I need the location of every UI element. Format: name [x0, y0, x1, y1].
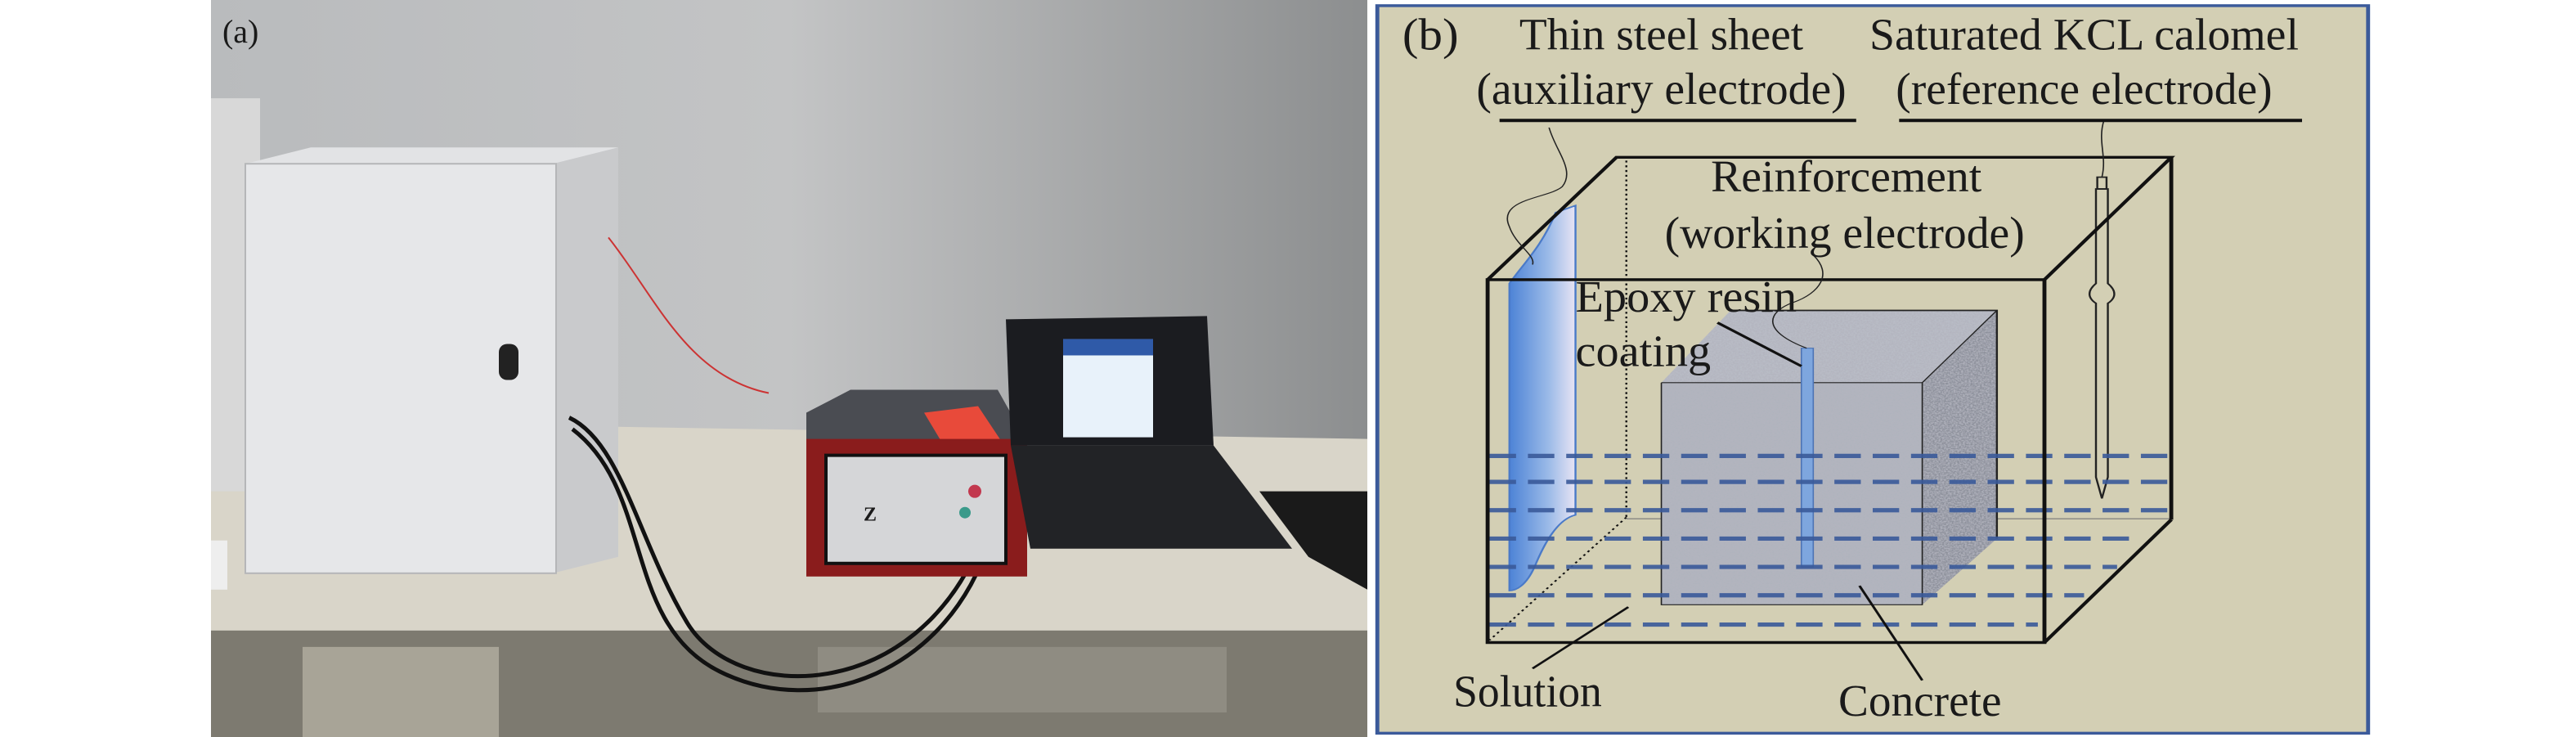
black-cable	[568, 416, 984, 679]
cabinet-top	[245, 147, 618, 164]
electrode-schematic-panel: (b) Thin steel sheet (auxiliary electrod…	[1375, 4, 2371, 735]
potentiostat-logo: Z	[864, 505, 877, 526]
black-cable-2	[571, 427, 992, 693]
working-label-2: (working electrode)	[1665, 209, 2025, 258]
concrete-leader	[1858, 585, 1924, 681]
concrete-label: Concrete	[1838, 676, 2002, 726]
coating-leader	[1717, 321, 1802, 367]
red-wire	[608, 236, 770, 394]
terminal-red	[968, 484, 981, 498]
laptop-screen-header	[1063, 339, 1153, 356]
panel-a-label: (a)	[222, 13, 258, 50]
solution-tank	[1485, 155, 2175, 645]
desk-drawer-right	[818, 646, 1227, 712]
laptop-keyboard	[1011, 445, 1292, 549]
steel-sheet-electrode	[1508, 204, 1577, 591]
coating-label-1: Epoxy resin	[1576, 272, 1797, 321]
solution-level-lines	[1489, 453, 2170, 627]
auxiliary-label-1: Thin steel sheet	[1519, 11, 1804, 60]
reference-label-2: (reference electrode)	[1896, 65, 2272, 114]
concrete-block	[1660, 309, 1999, 605]
cup	[211, 540, 227, 590]
cabinet-handle	[499, 344, 518, 380]
panel-b-label: (b)	[1402, 11, 1459, 60]
desk-drawer-left	[303, 646, 499, 737]
setup-photo-panel: Z (a)	[211, 0, 1367, 737]
cabinet-side	[553, 147, 618, 573]
coating-label-2: coating	[1576, 327, 1712, 376]
working-label-1: Reinforcement	[1711, 152, 1982, 201]
reference-label-1: Saturated KCL calomel	[1869, 11, 2299, 60]
potentiostat-panel	[824, 453, 1008, 565]
working-wire	[1772, 254, 1824, 349]
auxiliary-wire	[1506, 127, 1568, 265]
solution-leader	[1531, 606, 1630, 670]
reference-wire	[2101, 120, 2105, 178]
laptop-charger	[1259, 491, 1367, 590]
solution-label: Solution	[1453, 667, 1602, 717]
auxiliary-label-2: (auxiliary electrode)	[1476, 65, 1846, 114]
terminal-green	[959, 506, 971, 519]
